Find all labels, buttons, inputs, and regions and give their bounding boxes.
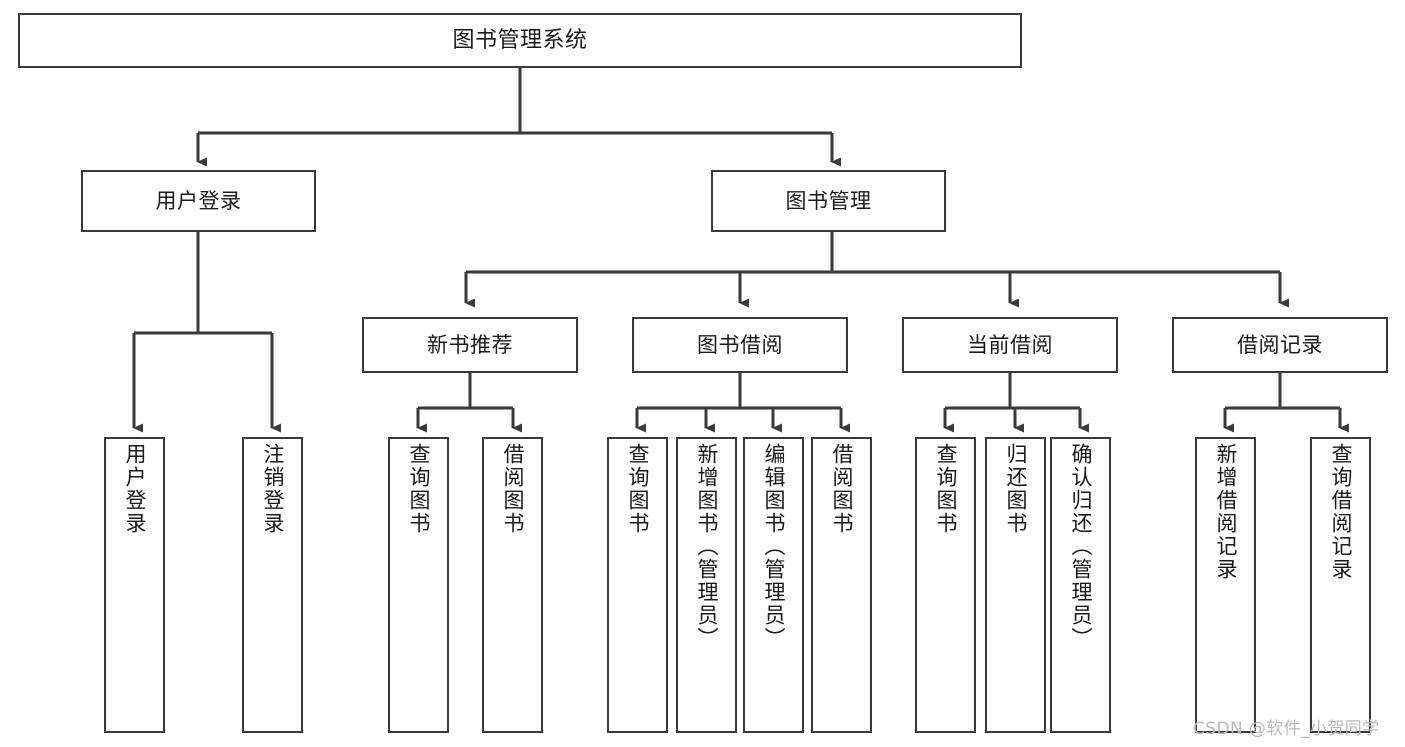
leaf-current-return-book[interactable]: 归还图书 — [985, 437, 1046, 733]
leaf-new-book-borrow[interactable]: 借阅图书 — [482, 437, 543, 733]
node-label: 查询图书 — [626, 443, 650, 535]
leaf-current-confirm-return[interactable]: 确认归还（管理员） — [1050, 437, 1111, 733]
node-user-login[interactable]: 用户登录 — [81, 170, 316, 232]
csdn-watermark: CSDN @软件_小贺同学 — [1193, 719, 1380, 739]
node-label: 查询借阅记录 — [1329, 443, 1353, 581]
node-label: 图书管理系统 — [452, 27, 588, 53]
node-label: 归还图书 — [1004, 443, 1028, 535]
leaf-borrow-edit-book[interactable]: 编辑图书（管理员） — [743, 437, 804, 733]
node-label: 借阅记录 — [1237, 332, 1323, 357]
node-label: 查询图书 — [934, 443, 958, 535]
node-label: 用户登录 — [155, 188, 242, 213]
leaf-current-query-book[interactable]: 查询图书 — [915, 437, 976, 733]
node-label: 查询图书 — [407, 443, 431, 535]
leaf-user-login-login[interactable]: 用户登录 — [104, 437, 165, 733]
leaf-borrow-query-book[interactable]: 查询图书 — [607, 437, 668, 733]
leaf-borrow-add-book[interactable]: 新增图书（管理员） — [676, 437, 737, 733]
node-label: 确认归还（管理员） — [1069, 443, 1093, 650]
node-new-book-recommend[interactable]: 新书推荐 — [362, 317, 578, 373]
node-label: 新书推荐 — [427, 332, 513, 357]
leaf-borrow-borrow-book[interactable]: 借阅图书 — [811, 437, 872, 733]
node-label: 新增借阅记录 — [1214, 443, 1238, 581]
node-label: 当前借阅 — [967, 332, 1053, 357]
node-root-system[interactable]: 图书管理系统 — [18, 13, 1022, 68]
node-current-borrow[interactable]: 当前借阅 — [902, 317, 1118, 373]
node-label: 注销登录 — [261, 443, 285, 535]
node-label: 借阅图书 — [501, 443, 525, 535]
node-label: 借阅图书 — [830, 443, 854, 535]
leaf-user-login-logout[interactable]: 注销登录 — [242, 437, 303, 733]
leaf-record-add[interactable]: 新增借阅记录 — [1195, 437, 1256, 733]
node-label: 图书管理 — [785, 188, 872, 213]
node-book-borrow[interactable]: 图书借阅 — [632, 317, 848, 373]
leaf-new-book-query[interactable]: 查询图书 — [388, 437, 449, 733]
node-book-management[interactable]: 图书管理 — [711, 170, 946, 232]
node-label: 用户登录 — [123, 443, 147, 535]
leaf-record-query[interactable]: 查询借阅记录 — [1310, 437, 1371, 733]
node-label: 图书借阅 — [697, 332, 783, 357]
node-label: 编辑图书（管理员） — [762, 443, 786, 650]
node-label: 新增图书（管理员） — [695, 443, 719, 650]
node-borrow-record[interactable]: 借阅记录 — [1172, 317, 1388, 373]
